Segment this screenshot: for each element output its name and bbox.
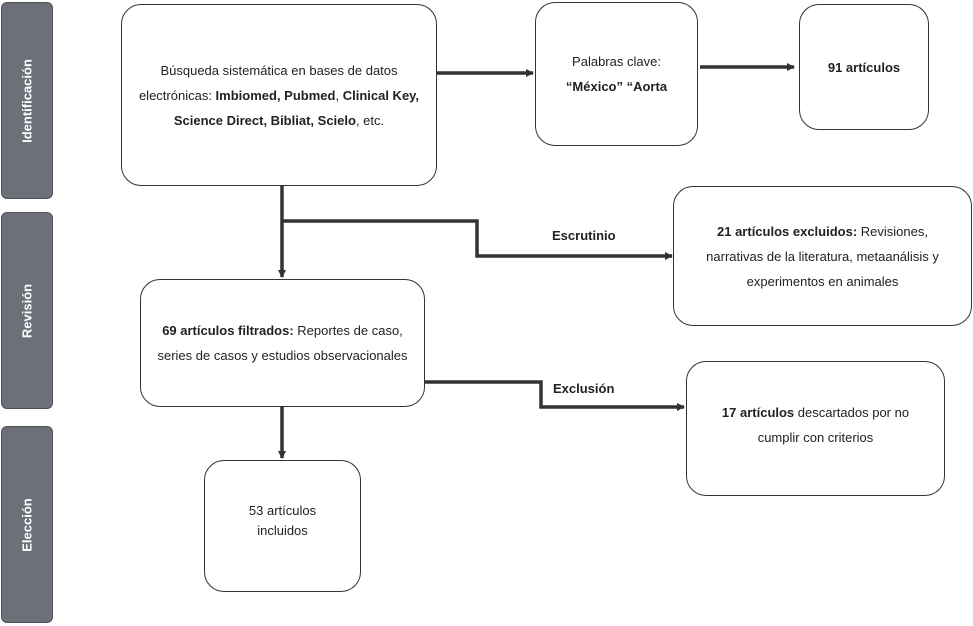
included-box: 53 artículos incluidos	[204, 460, 361, 592]
included-count: 53 artículos incluidos	[248, 503, 317, 538]
found-box: 91 artículos	[799, 4, 929, 130]
exclusion-label: Exclusión	[553, 381, 615, 396]
found-count: 91 artículos	[827, 60, 901, 75]
phase-bar-identificacion: Identificación	[1, 2, 53, 199]
arrow-exclusion	[424, 380, 685, 411]
search-box: Búsqueda sistemática en bases de datos e…	[121, 4, 437, 186]
arrow-screening	[282, 219, 673, 260]
screening-label: Escrutinio	[552, 228, 616, 243]
keywords-terms: “México” “Aorta	[565, 79, 668, 94]
phase-bar-revision: Revisión	[1, 212, 53, 409]
filtered-box: 69 artículos filtrados: Reportes de caso…	[140, 279, 425, 407]
phase-bar-eleccion: Elección	[1, 426, 53, 623]
search-box-text: Búsqueda sistemática en bases de datos e…	[138, 62, 420, 128]
discarded-box: 17 artículos descartados por no cumplir …	[686, 361, 945, 496]
keywords-label: Palabras clave:	[572, 54, 661, 69]
keywords-box: Palabras clave: “México” “Aorta	[535, 2, 698, 146]
excluded-box: 21 artículos excluidos: Revisiones, narr…	[673, 186, 972, 326]
